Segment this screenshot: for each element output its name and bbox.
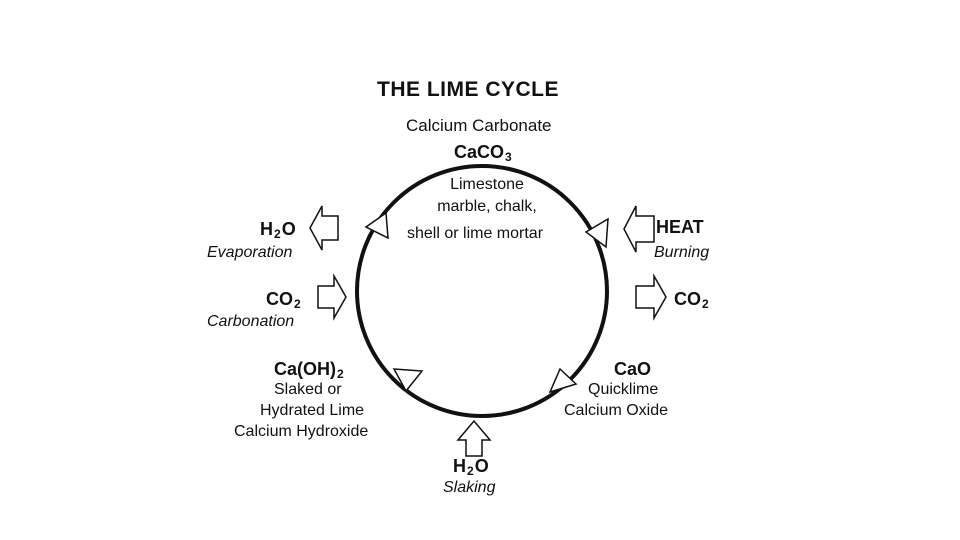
slaking-label: Slaking — [443, 479, 496, 496]
cycle-arrowhead-lower-right — [548, 367, 578, 394]
calcium-hydroxide-label: Calcium Hydroxide — [234, 423, 369, 440]
heat-arrow — [623, 205, 655, 253]
carbonation-arrow — [317, 273, 347, 321]
cycle-circle — [355, 164, 609, 418]
evaporation-arrow — [309, 205, 339, 251]
slaked-label: Slaked or — [274, 381, 342, 398]
evaporation-h2o-label: H2O — [260, 219, 296, 241]
hydrated-lime-label: Hydrated Lime — [260, 402, 365, 419]
page-title: THE LIME CYCLE — [377, 78, 560, 101]
heat-label: HEAT — [656, 217, 704, 237]
co2-out-label: CO2 — [674, 289, 709, 311]
caoh2-formula: Ca(OH)2 — [274, 359, 344, 381]
limestone-label: Limestone — [450, 176, 524, 193]
calcium-oxide-label: Calcium Oxide — [564, 402, 669, 419]
burning-label: Burning — [654, 244, 710, 261]
co2-out-arrow — [635, 273, 667, 321]
marble-chalk-label: marble, chalk, — [437, 198, 537, 215]
shell-mortar-label: shell or lime mortar — [407, 225, 544, 242]
carbonation-label: Carbonation — [207, 313, 295, 330]
slaking-arrow — [456, 419, 492, 457]
cao-formula: CaO — [614, 359, 652, 379]
cycle-arrowhead-upper-left — [364, 211, 389, 240]
cycle-arrowhead-lower-left — [392, 368, 424, 393]
cycle-arrowhead-upper-right — [584, 217, 609, 249]
caco3-formula: CaCO3 — [454, 142, 512, 164]
slaking-h2o-label: H2O — [453, 456, 489, 478]
carbonation-co2-label: CO2 — [266, 289, 301, 311]
evaporation-label: Evaporation — [207, 244, 293, 261]
quicklime-label: Quicklime — [588, 381, 659, 398]
calcium-carbonate-label: Calcium Carbonate — [406, 116, 552, 135]
